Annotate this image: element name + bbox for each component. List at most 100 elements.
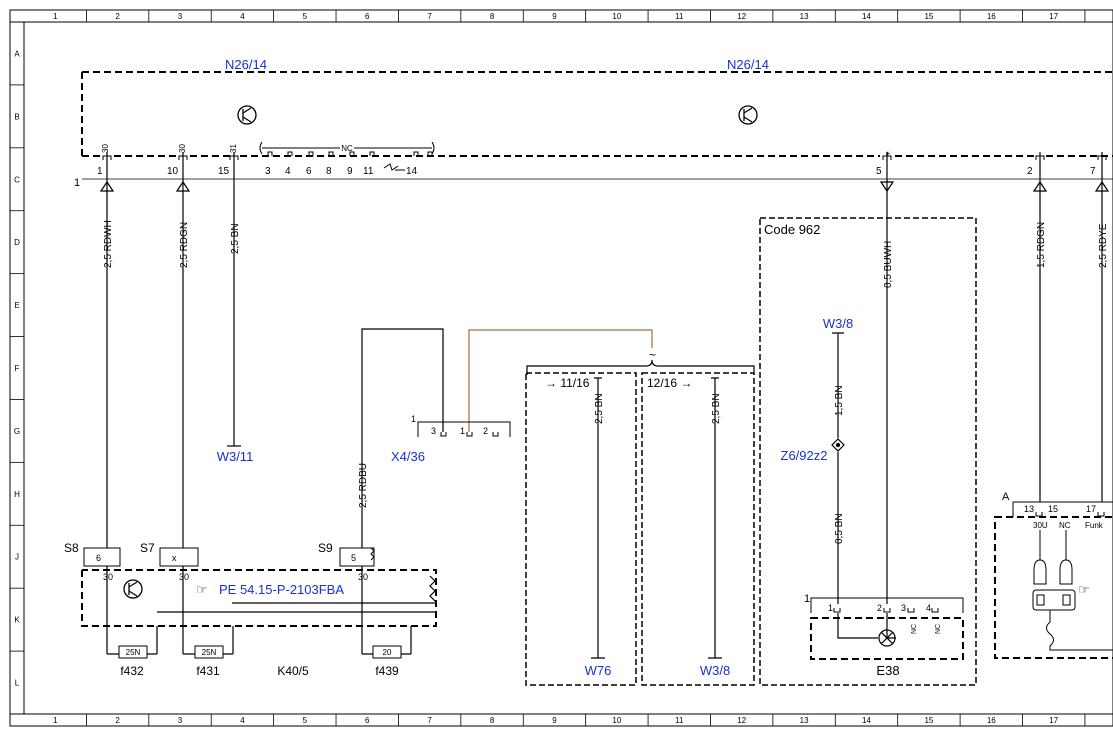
row-label: K — [14, 616, 20, 625]
pe-document-link[interactable]: PE 54.15-P-2103FBA — [219, 582, 344, 597]
wire-label: 0,5 BUWH — [883, 241, 894, 288]
pin-label: Funk — [1085, 521, 1104, 530]
x4-36-link[interactable]: X4/36 — [391, 449, 425, 464]
wire-label: 1,5 RDGN — [1036, 222, 1047, 268]
lamp-icon — [837, 613, 896, 647]
column-label: 2 — [115, 716, 120, 725]
column-label: 8 — [490, 716, 495, 725]
column-label: 4 — [240, 12, 245, 21]
column-label: 8 — [490, 12, 495, 21]
e38-box — [810, 617, 964, 660]
wire-label: 2,5 RDWH — [103, 220, 114, 268]
e38-connector — [810, 597, 964, 613]
column-label: 15 — [924, 716, 933, 725]
pin-markers — [102, 155, 1107, 160]
plug-boxes — [525, 372, 755, 686]
pin-number: 5 — [876, 166, 882, 177]
brown-wire — [468, 329, 653, 432]
row-label: C — [14, 175, 20, 184]
pin-number: 3 — [901, 603, 906, 613]
column-label: 7 — [427, 12, 432, 21]
column-label: 5 — [303, 716, 308, 725]
w3-8-bottom-link[interactable]: W3/8 — [700, 663, 730, 678]
code-label: Code 962 — [764, 222, 820, 237]
fuse-symbols — [118, 645, 402, 659]
wire-label: 2,5 RDBU — [358, 463, 369, 508]
column-label: 12 — [737, 716, 746, 725]
pin-number: 2 — [1027, 166, 1033, 177]
switch-label: S7 — [140, 541, 155, 555]
a-box — [994, 516, 1113, 659]
k40-module-box — [81, 569, 437, 627]
wire-label: 2,5 RDYE — [1098, 223, 1109, 268]
pin-number: 15 — [218, 166, 230, 177]
column-label: 6 — [365, 12, 370, 21]
pin-label: 30 — [179, 572, 189, 582]
e38-feed-wire — [831, 332, 845, 604]
x4-wiring — [361, 328, 444, 548]
column-label: 1 — [53, 716, 58, 725]
column-label: 13 — [800, 12, 809, 21]
fuse-label: f431 — [196, 664, 220, 678]
a-label: A — [1002, 491, 1010, 503]
w3-11-link[interactable]: W3/11 — [217, 449, 254, 464]
x4-connector — [417, 421, 511, 437]
column-label: 14 — [862, 12, 871, 21]
pin-number: 10 — [167, 166, 179, 177]
nc-label: NC — [341, 144, 353, 153]
ref-arrow-label: 12/16 → — [647, 376, 692, 390]
pin-number: 17 — [1086, 504, 1096, 514]
pin-label: + — [886, 149, 891, 158]
pin-label: NC — [1059, 521, 1071, 530]
connector-triangles — [99, 180, 1110, 193]
column-label: 5 — [303, 12, 308, 21]
e38-label: E38 — [876, 663, 899, 678]
n26-label-right[interactable]: N26/14 — [727, 57, 769, 72]
pin-number: 7 — [1090, 166, 1096, 177]
w3-8-top-link[interactable]: W3/8 — [823, 316, 853, 331]
wire-label: 1,5 BN — [834, 385, 845, 416]
z6-link[interactable]: Z6/92z2 — [781, 448, 828, 463]
fuse-rating: 25N — [202, 648, 217, 657]
wire-label: 2,5 BN — [594, 393, 605, 424]
pin-number: 11 — [363, 166, 374, 177]
pin-label: 30 — [358, 572, 368, 582]
pin-number: 1 — [97, 166, 103, 177]
pin-number: 15 — [1048, 504, 1058, 514]
fuse-label: f432 — [120, 664, 144, 678]
column-label: 15 — [924, 12, 933, 21]
row-label: B — [14, 112, 19, 121]
pin-label: 30U — [1033, 521, 1048, 530]
wire-label: 0,5 BN — [834, 513, 845, 544]
column-label: 11 — [675, 716, 684, 725]
connector-number: 1 — [804, 593, 810, 605]
column-label: 17 — [1049, 12, 1058, 21]
pin-stubs — [267, 151, 433, 171]
code-962-box — [759, 217, 977, 686]
hand-pointer-icon: ☞ — [196, 582, 208, 597]
column-ticks: 1122334455667788991010111112121313141415… — [53, 10, 1086, 726]
w76-link[interactable]: W76 — [585, 663, 612, 678]
nc-label: NC — [911, 624, 918, 634]
pin-number: 8 — [326, 166, 332, 177]
n26-label-left[interactable]: N26/14 — [225, 57, 267, 72]
column-label: 9 — [552, 12, 557, 21]
row-label: E — [14, 301, 19, 310]
column-label: 4 — [240, 716, 245, 725]
pin-label: 30 — [178, 144, 187, 153]
ground-wires — [591, 377, 722, 659]
pin-number: 4 — [285, 166, 291, 177]
wire-label: 2,5 RDGN — [179, 222, 190, 268]
switch-label: S9 — [318, 541, 333, 555]
row-label: D — [14, 238, 20, 247]
pin-number: 3 — [431, 426, 436, 436]
column-label: 16 — [987, 716, 996, 725]
fuse-label: f439 — [375, 664, 399, 678]
n26-module — [81, 71, 1113, 157]
pin-number: 9 — [347, 166, 353, 177]
fuse-rating: 25N — [126, 648, 141, 657]
column-label: 6 — [365, 716, 370, 725]
